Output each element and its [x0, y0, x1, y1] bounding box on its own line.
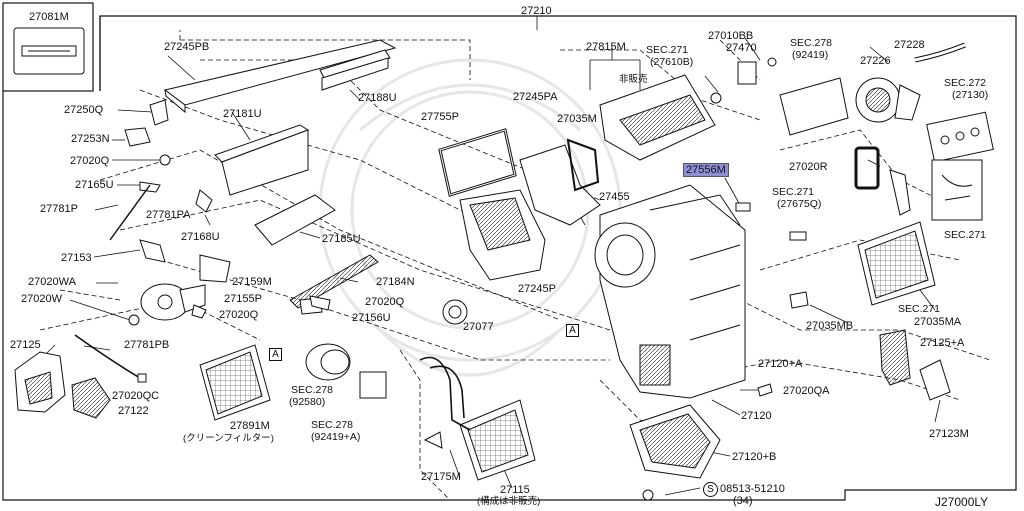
label-sec: SEC.278 — [311, 419, 354, 431]
label-part: 27077 — [463, 321, 494, 333]
label-sec: SEC.278 — [291, 384, 334, 396]
label-sec-ref: (27130) — [952, 89, 989, 101]
label-part: 27228 — [894, 39, 925, 51]
label-sec-ref: (27675Q) — [777, 198, 822, 210]
label-part: 27120+A — [758, 358, 803, 370]
inset-27081m-icon — [13, 27, 85, 75]
part-shapes — [14, 39, 994, 501]
label-sec: SEC.278 — [790, 37, 833, 49]
label-part: 27020W — [21, 293, 62, 305]
label-part: 27020QC — [112, 390, 160, 402]
label-part: 27020WA — [28, 276, 76, 288]
label-part: 27020QA — [783, 385, 830, 397]
frame-lines — [2, 2, 1017, 501]
label-part: 27253N — [71, 133, 110, 145]
label-part-highlighted: 27556M — [683, 163, 729, 177]
label-part: 27470 — [726, 42, 757, 54]
label-part: 27815M — [586, 41, 626, 53]
label-part: 27035MA — [914, 316, 962, 328]
label-part: 27125+A — [920, 337, 965, 349]
label-part: 27020Q — [365, 296, 405, 308]
label-sec: SEC.271 — [646, 44, 689, 56]
label-part: 27156U — [352, 312, 391, 324]
label-part: 27020Q — [70, 155, 110, 167]
label-part: 27165U — [75, 179, 114, 191]
screw-symbol: S — [703, 482, 718, 497]
label-part: 27245P — [518, 283, 556, 295]
callout-marker-a-center: A — [566, 324, 579, 337]
label-part: 27185U — [322, 233, 361, 245]
label-part: 27020R — [789, 161, 828, 173]
label-part: 27020Q — [219, 309, 259, 321]
label-part: 27035M — [557, 113, 597, 125]
label-part: 27245PA — [513, 91, 558, 103]
label-part: 27781PA — [146, 209, 191, 221]
label-part: 27226 — [860, 55, 891, 67]
callout-marker-a-left: A — [269, 348, 282, 361]
label-part: 27155P — [224, 293, 262, 305]
label-part: 27188U — [358, 92, 397, 104]
diagram-id: J27000LY — [935, 495, 989, 509]
label-part: 27781PB — [124, 339, 170, 351]
label-inset-part: 27081M — [29, 11, 69, 23]
label-sec: SEC.271 — [944, 229, 987, 241]
label-sec: SEC.272 — [944, 77, 987, 89]
label-part: 27115 — [500, 484, 530, 496]
label-part: 27120 — [741, 410, 772, 422]
label-part: 27455 — [599, 191, 630, 203]
label-part: 27184N — [376, 276, 415, 288]
label-part: 27250Q — [64, 104, 104, 116]
label-part: 27120+B — [732, 451, 777, 463]
label-screw-qty: (34) — [733, 495, 753, 507]
label-sec-ref: (92580) — [289, 396, 326, 408]
label-sec-ref: (92419+A) — [311, 431, 361, 443]
label-not-sold-note: (構成は非販売) — [477, 496, 541, 507]
label-sec-ref: (27610B) — [650, 56, 694, 68]
label-screw: 08513-51210 — [720, 483, 785, 495]
label-filter-note: (クリーンフィルター) — [183, 433, 274, 444]
label-sec: SEC.271 — [898, 303, 941, 315]
label-sec-ref: (92419) — [792, 49, 829, 61]
label-part: 27123M — [929, 428, 969, 440]
label-main-assembly: 27210 — [521, 5, 552, 17]
label-part: 27035MB — [806, 320, 854, 332]
label-part: 27781P — [40, 203, 78, 215]
label-part: 27175M — [421, 471, 461, 483]
label-not-sold: 非販売 — [619, 74, 648, 85]
label-part: 27153 — [61, 252, 92, 264]
label-part: 27159M — [232, 276, 272, 288]
label-part: 27891M — [230, 420, 270, 432]
label-part: 27010BB — [708, 30, 754, 42]
label-part: 27755P — [421, 111, 459, 123]
label-part: 27122 — [118, 405, 149, 417]
label-part: 27245PB — [164, 41, 210, 53]
label-part: 27181U — [223, 108, 262, 120]
label-part: 27168U — [181, 231, 220, 243]
label-sec: SEC.271 — [772, 186, 815, 198]
label-part: 27125 — [10, 339, 41, 351]
